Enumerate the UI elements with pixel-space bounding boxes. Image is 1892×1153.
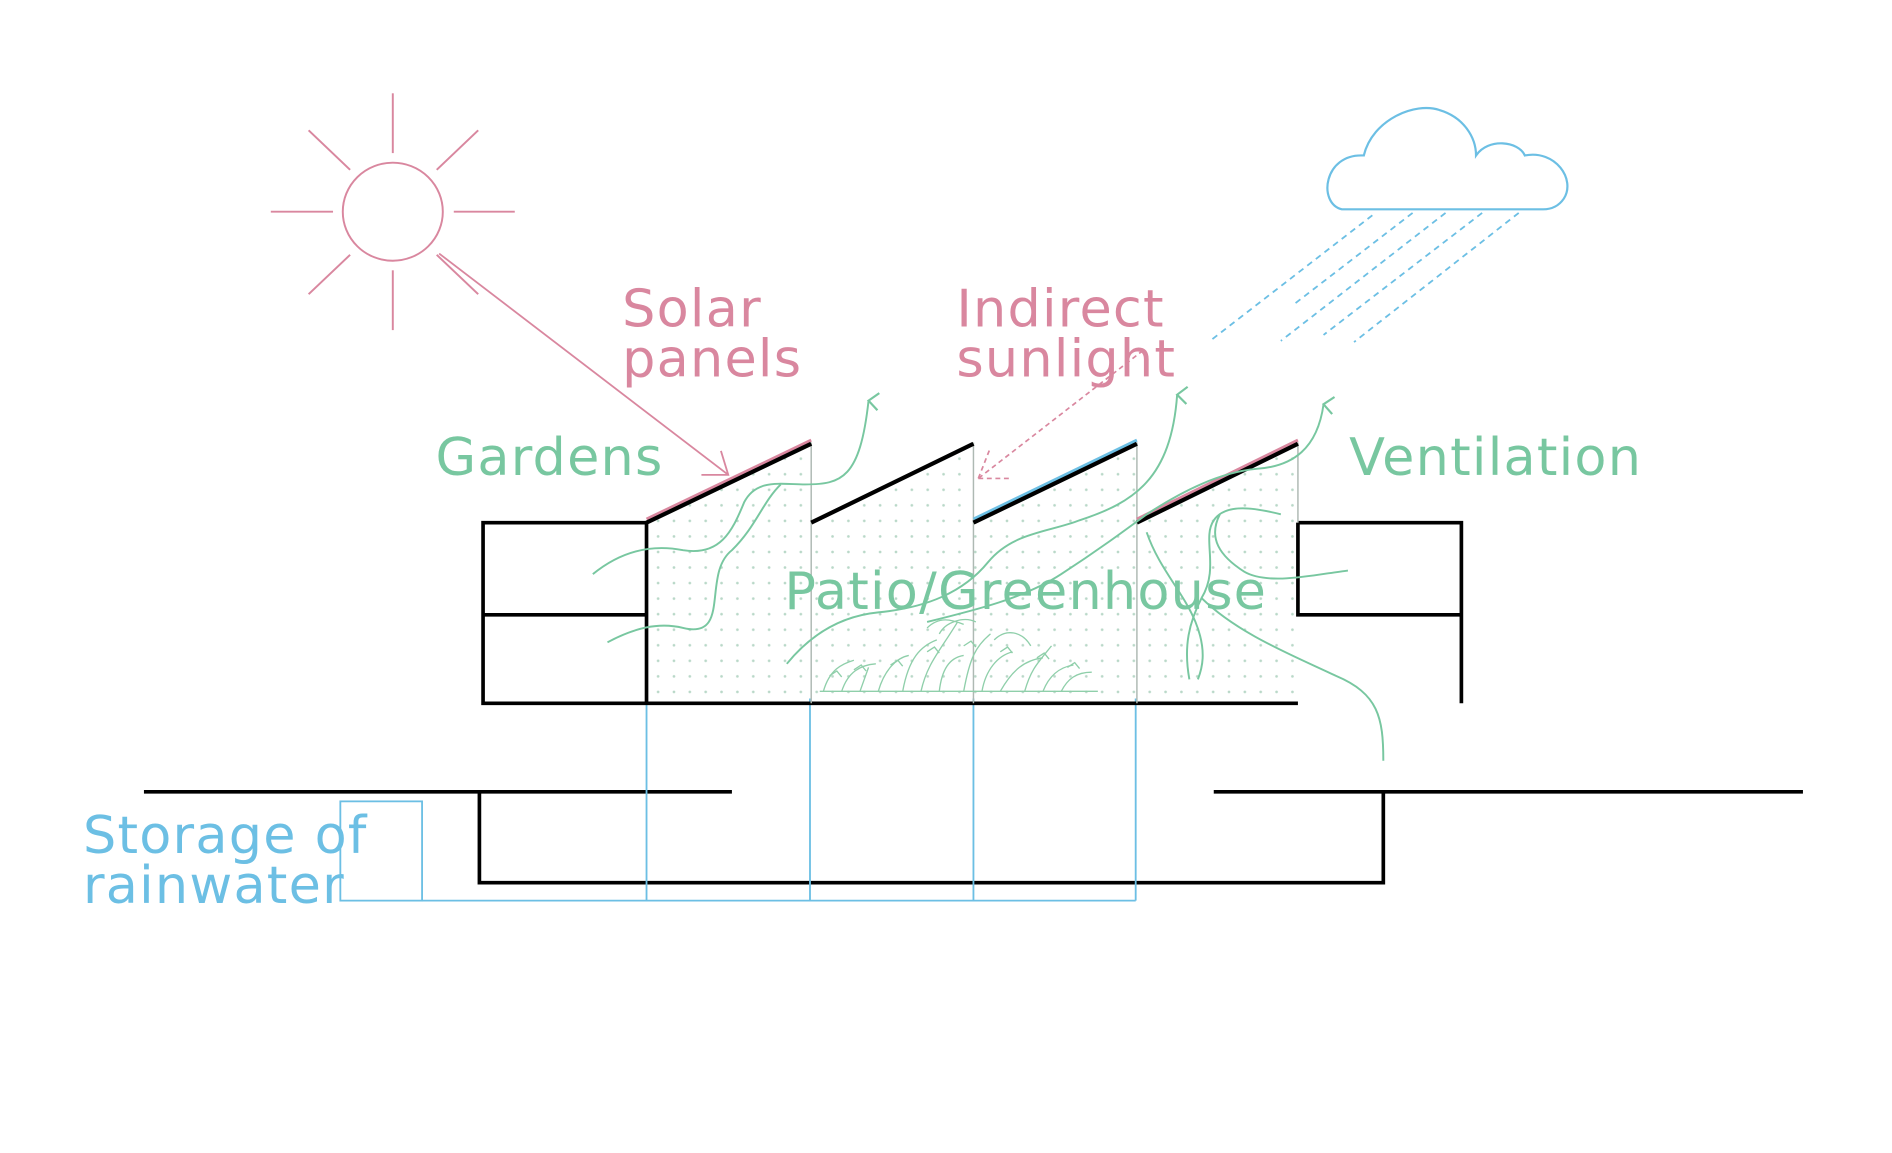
ventilation-label: Ventilation [1349, 428, 1642, 487]
plants-illustration [819, 618, 1098, 692]
airflow-lines [592, 385, 1385, 761]
indirect-sunlight-arrow [977, 349, 1144, 480]
sawtooth-walls [810, 442, 1299, 704]
basement-outline [477, 791, 1386, 885]
building-structure [481, 520, 1464, 706]
greenhouse-dotted-area [973, 442, 1137, 699]
storage-rainwater-label: rainwater [83, 856, 345, 915]
greenhouse-dotted-area [811, 442, 974, 699]
rainwater-tank [339, 800, 423, 902]
greenhouse-dotted-area [1136, 442, 1298, 699]
patio-greenhouse-label: Patio/Greenhouse [784, 562, 1267, 621]
solar-ray-arrow [438, 252, 730, 476]
solar-panels-label: panels [622, 330, 802, 389]
gardens-label: Gardens [435, 428, 663, 487]
storage-rainwater-label: Storage of [83, 806, 368, 865]
sawtooth-roof [645, 438, 1299, 525]
indirect-sunlight-label: sunlight [956, 330, 1176, 389]
rain-lines [1209, 212, 1520, 343]
cloud-icon [1326, 106, 1569, 211]
rainwater-pipes [339, 698, 1137, 902]
greenhouse-dotted-area [646, 442, 812, 699]
sun-icon [270, 93, 515, 331]
solar-panels-label: Solar [622, 280, 762, 339]
indirect-sunlight-label: Indirect [956, 280, 1164, 339]
